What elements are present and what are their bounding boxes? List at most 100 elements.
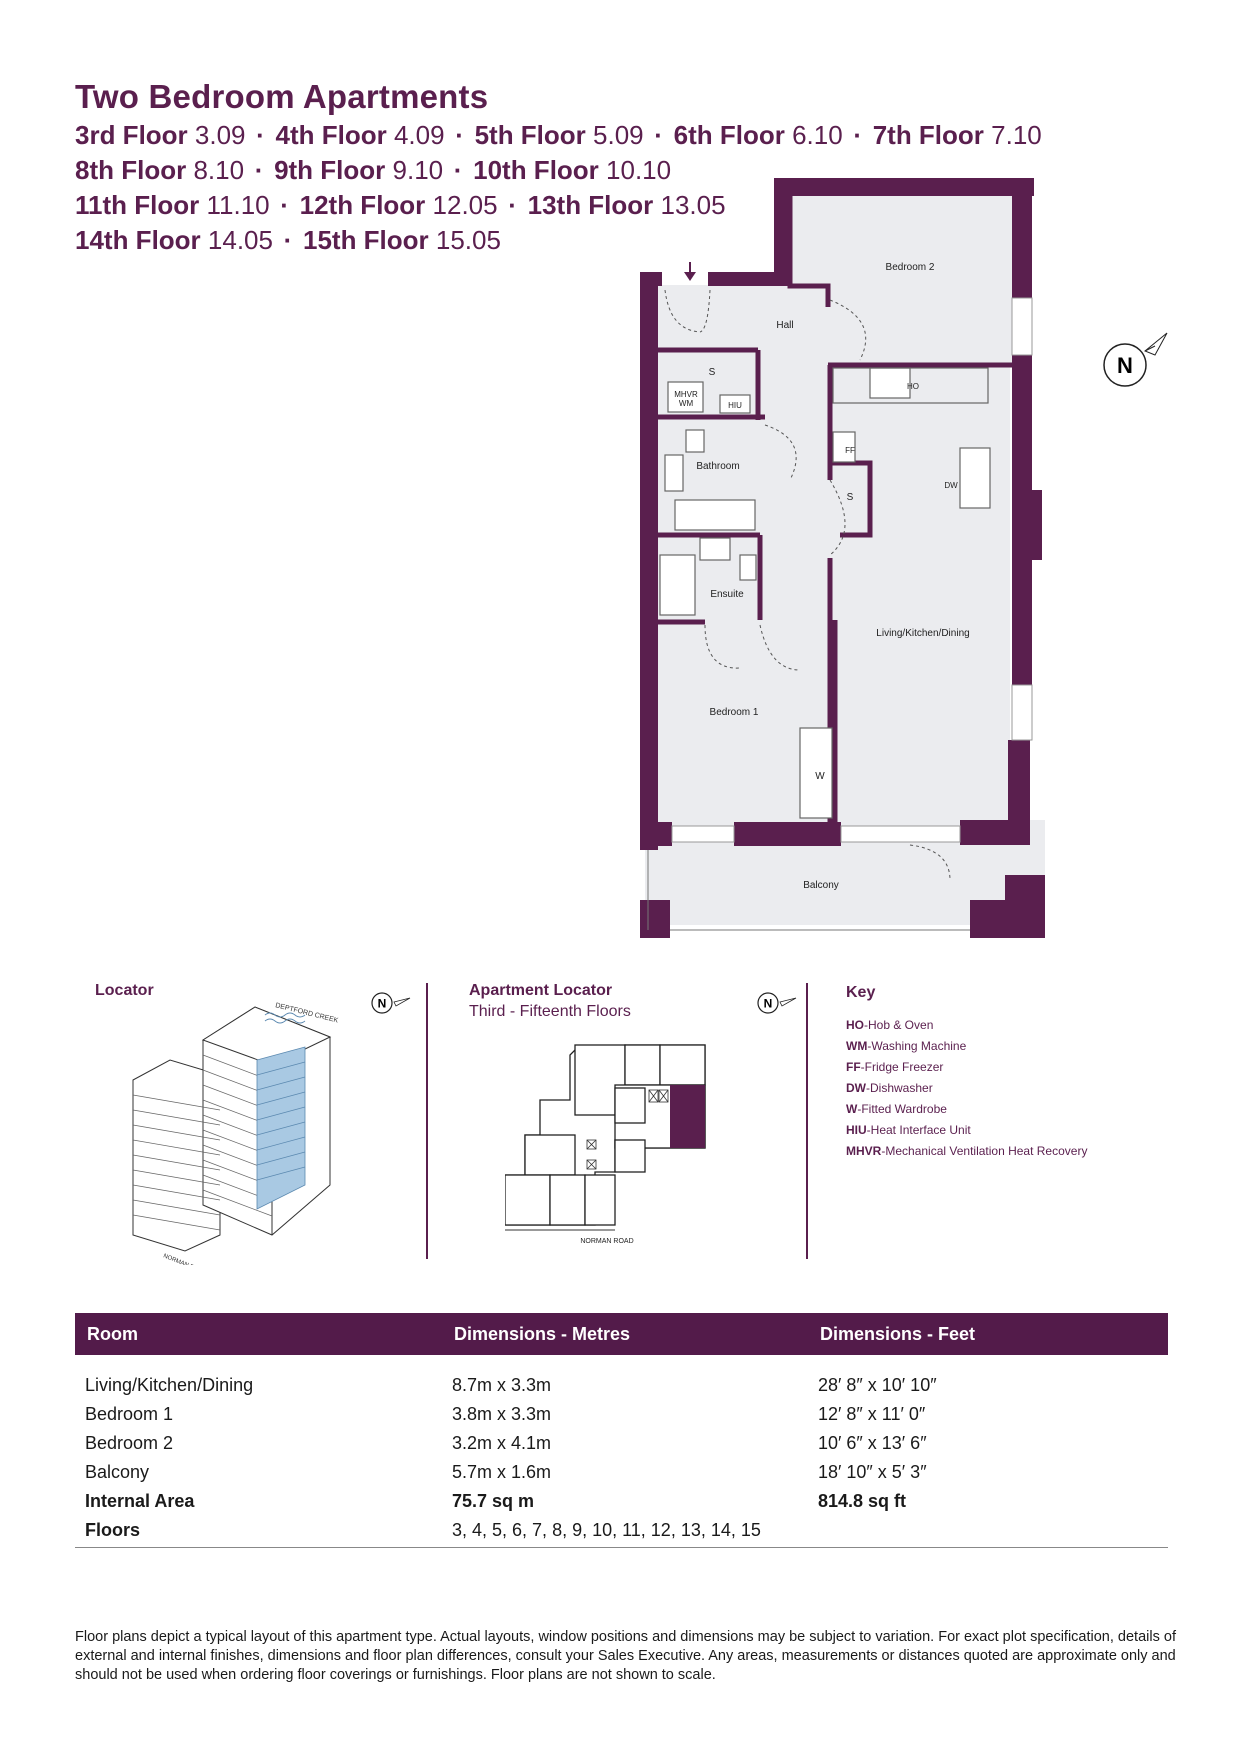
key-description: Mechanical Ventilation Heat Recovery bbox=[885, 1144, 1088, 1158]
label-dw: DW bbox=[944, 481, 958, 490]
key-abbr: HIU bbox=[846, 1123, 867, 1137]
plot-number: 11.10 bbox=[206, 190, 270, 220]
floor-line: 3rd Floor 3.09·4th Floor 4.09·5th Floor … bbox=[75, 120, 1042, 151]
table-cell: Floors bbox=[85, 1520, 141, 1540]
apartment-highlight bbox=[256, 1046, 306, 1210]
floor-plot: 3rd Floor 3.09 bbox=[75, 120, 246, 150]
floor-plot: 13th Floor 13.05 bbox=[528, 190, 726, 220]
plot-number: 4.09 bbox=[393, 120, 445, 150]
separator-dot: · bbox=[508, 190, 517, 220]
separator-dot: · bbox=[654, 120, 663, 150]
floor-plot: 9th Floor 9.10 bbox=[274, 155, 443, 185]
separator-dot: · bbox=[256, 120, 265, 150]
key-item: W-Fitted Wardrobe bbox=[846, 1102, 947, 1116]
plot-number: 13.05 bbox=[660, 190, 726, 220]
apartment-locator-subtitle: Third - Fifteenth Floors bbox=[469, 1003, 631, 1020]
header-feet: Dimensions - Feet bbox=[808, 1313, 1168, 1355]
table-cell: 3, 4, 5, 6, 7, 8, 9, 10, 11, 12, 13, 14,… bbox=[452, 1520, 761, 1540]
room-dimensions-table: Room Dimensions - Metres Dimensions - Fe… bbox=[75, 1313, 1168, 1545]
floor-plot: 4th Floor 4.09 bbox=[276, 120, 445, 150]
plot-number: 14.05 bbox=[207, 225, 273, 255]
road-label-norman-footprint: NORMAN ROAD bbox=[580, 1238, 633, 1245]
section-divider bbox=[426, 983, 428, 1259]
separator-dot: · bbox=[455, 120, 464, 150]
balcony-rail bbox=[647, 850, 970, 931]
plot-number: 7.10 bbox=[991, 120, 1042, 150]
floor-plot: 6th Floor 6.10 bbox=[674, 120, 843, 150]
table-row: Floors 3, 4, 5, 6, 7, 8, 9, 10, 11, 12, 1… bbox=[75, 1516, 1168, 1545]
plot-number: 10.10 bbox=[606, 155, 672, 185]
separator-dot: · bbox=[254, 155, 264, 185]
table-cell: 10′ 6″ x 13′ 6″ bbox=[818, 1433, 927, 1453]
page-title: Two Bedroom Apartments bbox=[75, 78, 489, 115]
floor-name: 8th Floor bbox=[75, 155, 187, 185]
table-cell: Bedroom 1 bbox=[85, 1404, 174, 1424]
separator-dot: · bbox=[853, 120, 863, 150]
floor-name: 12th Floor bbox=[299, 190, 426, 220]
floor-line: 8th Floor 8.10·9th Floor 9.10·10th Floor… bbox=[75, 155, 671, 186]
floor-name: 10th Floor bbox=[473, 155, 599, 185]
label-storage-2: S bbox=[847, 492, 854, 503]
plot-number: 15.05 bbox=[435, 225, 501, 255]
floor-plot: 7th Floor 7.10 bbox=[873, 120, 1042, 150]
label-ensuite: Ensuite bbox=[710, 589, 744, 600]
building-locator-diagram: DEPTFORD CREEK NORMAN ROAD bbox=[132, 1002, 339, 1265]
floor-name: 6th Floor bbox=[673, 120, 785, 150]
floor-name: 11th Floor bbox=[75, 190, 200, 220]
label-storage-1: S bbox=[709, 367, 716, 378]
label-wm: WM bbox=[679, 399, 694, 408]
floor-name: 9th Floor bbox=[274, 155, 386, 185]
floor-name: 3rd Floor bbox=[75, 120, 188, 150]
creek-waves-icon bbox=[264, 1012, 306, 1024]
apartment-locator-title: Apartment Locator bbox=[469, 982, 613, 999]
apartment-locator-compass-icon: N bbox=[757, 992, 797, 1014]
header-metres: Dimensions - Metres bbox=[442, 1313, 808, 1355]
key-abbr: DW bbox=[846, 1081, 866, 1095]
road-label-norman: NORMAN ROAD bbox=[162, 1253, 207, 1265]
separator-dot: · bbox=[280, 190, 289, 220]
key-title: Key bbox=[846, 984, 876, 1001]
key-item: HO-Hob & Oven bbox=[846, 1018, 934, 1032]
key-abbr: MHVR bbox=[846, 1144, 882, 1158]
svg-text:N: N bbox=[764, 997, 773, 1011]
table-cell: 12′ 8″ x 11′ 0″ bbox=[818, 1404, 926, 1424]
separator-dot: · bbox=[283, 225, 293, 255]
table-cell: 8.7m x 3.3m bbox=[452, 1375, 552, 1395]
table-cell: 814.8 sq ft bbox=[818, 1491, 907, 1511]
table-header-row: Room Dimensions - Metres Dimensions - Fe… bbox=[75, 1313, 1168, 1355]
key-description: Heat Interface Unit bbox=[870, 1123, 971, 1137]
door-swings bbox=[664, 289, 951, 881]
apartment-position-highlight bbox=[670, 1085, 705, 1148]
locator-compass-icon: N bbox=[371, 992, 411, 1014]
key-description: Hob & Oven bbox=[868, 1018, 934, 1032]
key-description: Fridge Freezer bbox=[864, 1060, 944, 1074]
fixtures bbox=[659, 367, 991, 819]
table-cell: 3.2m x 4.1m bbox=[452, 1433, 552, 1453]
label-living-kitchen-dining: Living/Kitchen/Dining bbox=[876, 628, 969, 639]
label-hiu: HIU bbox=[728, 401, 742, 410]
plot-number: 3.09 bbox=[194, 120, 246, 150]
key-description: Dishwasher bbox=[870, 1081, 933, 1095]
floor-name: 15th Floor bbox=[302, 225, 429, 255]
key-abbr: WM bbox=[846, 1039, 868, 1053]
table-bottom-rule bbox=[75, 1547, 1168, 1548]
floor-plot: 11th Floor 11.10 bbox=[75, 190, 270, 220]
header-room: Room bbox=[75, 1313, 442, 1355]
label-bathroom: Bathroom bbox=[696, 461, 739, 472]
floor-plot: 10th Floor 10.10 bbox=[473, 155, 671, 185]
plot-number: 5.09 bbox=[593, 120, 644, 150]
table-cell: Balcony bbox=[85, 1462, 150, 1482]
plot-number: 9.10 bbox=[392, 155, 444, 185]
floor-footprint-diagram: NORMAN ROAD bbox=[505, 1044, 706, 1245]
windows bbox=[671, 297, 1033, 843]
label-ho: HO bbox=[907, 382, 919, 391]
label-mhvr: MHVR bbox=[674, 390, 698, 399]
entrance-arrow bbox=[684, 262, 696, 281]
label-bedroom-1: Bedroom 1 bbox=[710, 707, 759, 718]
key-description: Washing Machine bbox=[871, 1039, 967, 1053]
plot-number: 6.10 bbox=[792, 120, 843, 150]
